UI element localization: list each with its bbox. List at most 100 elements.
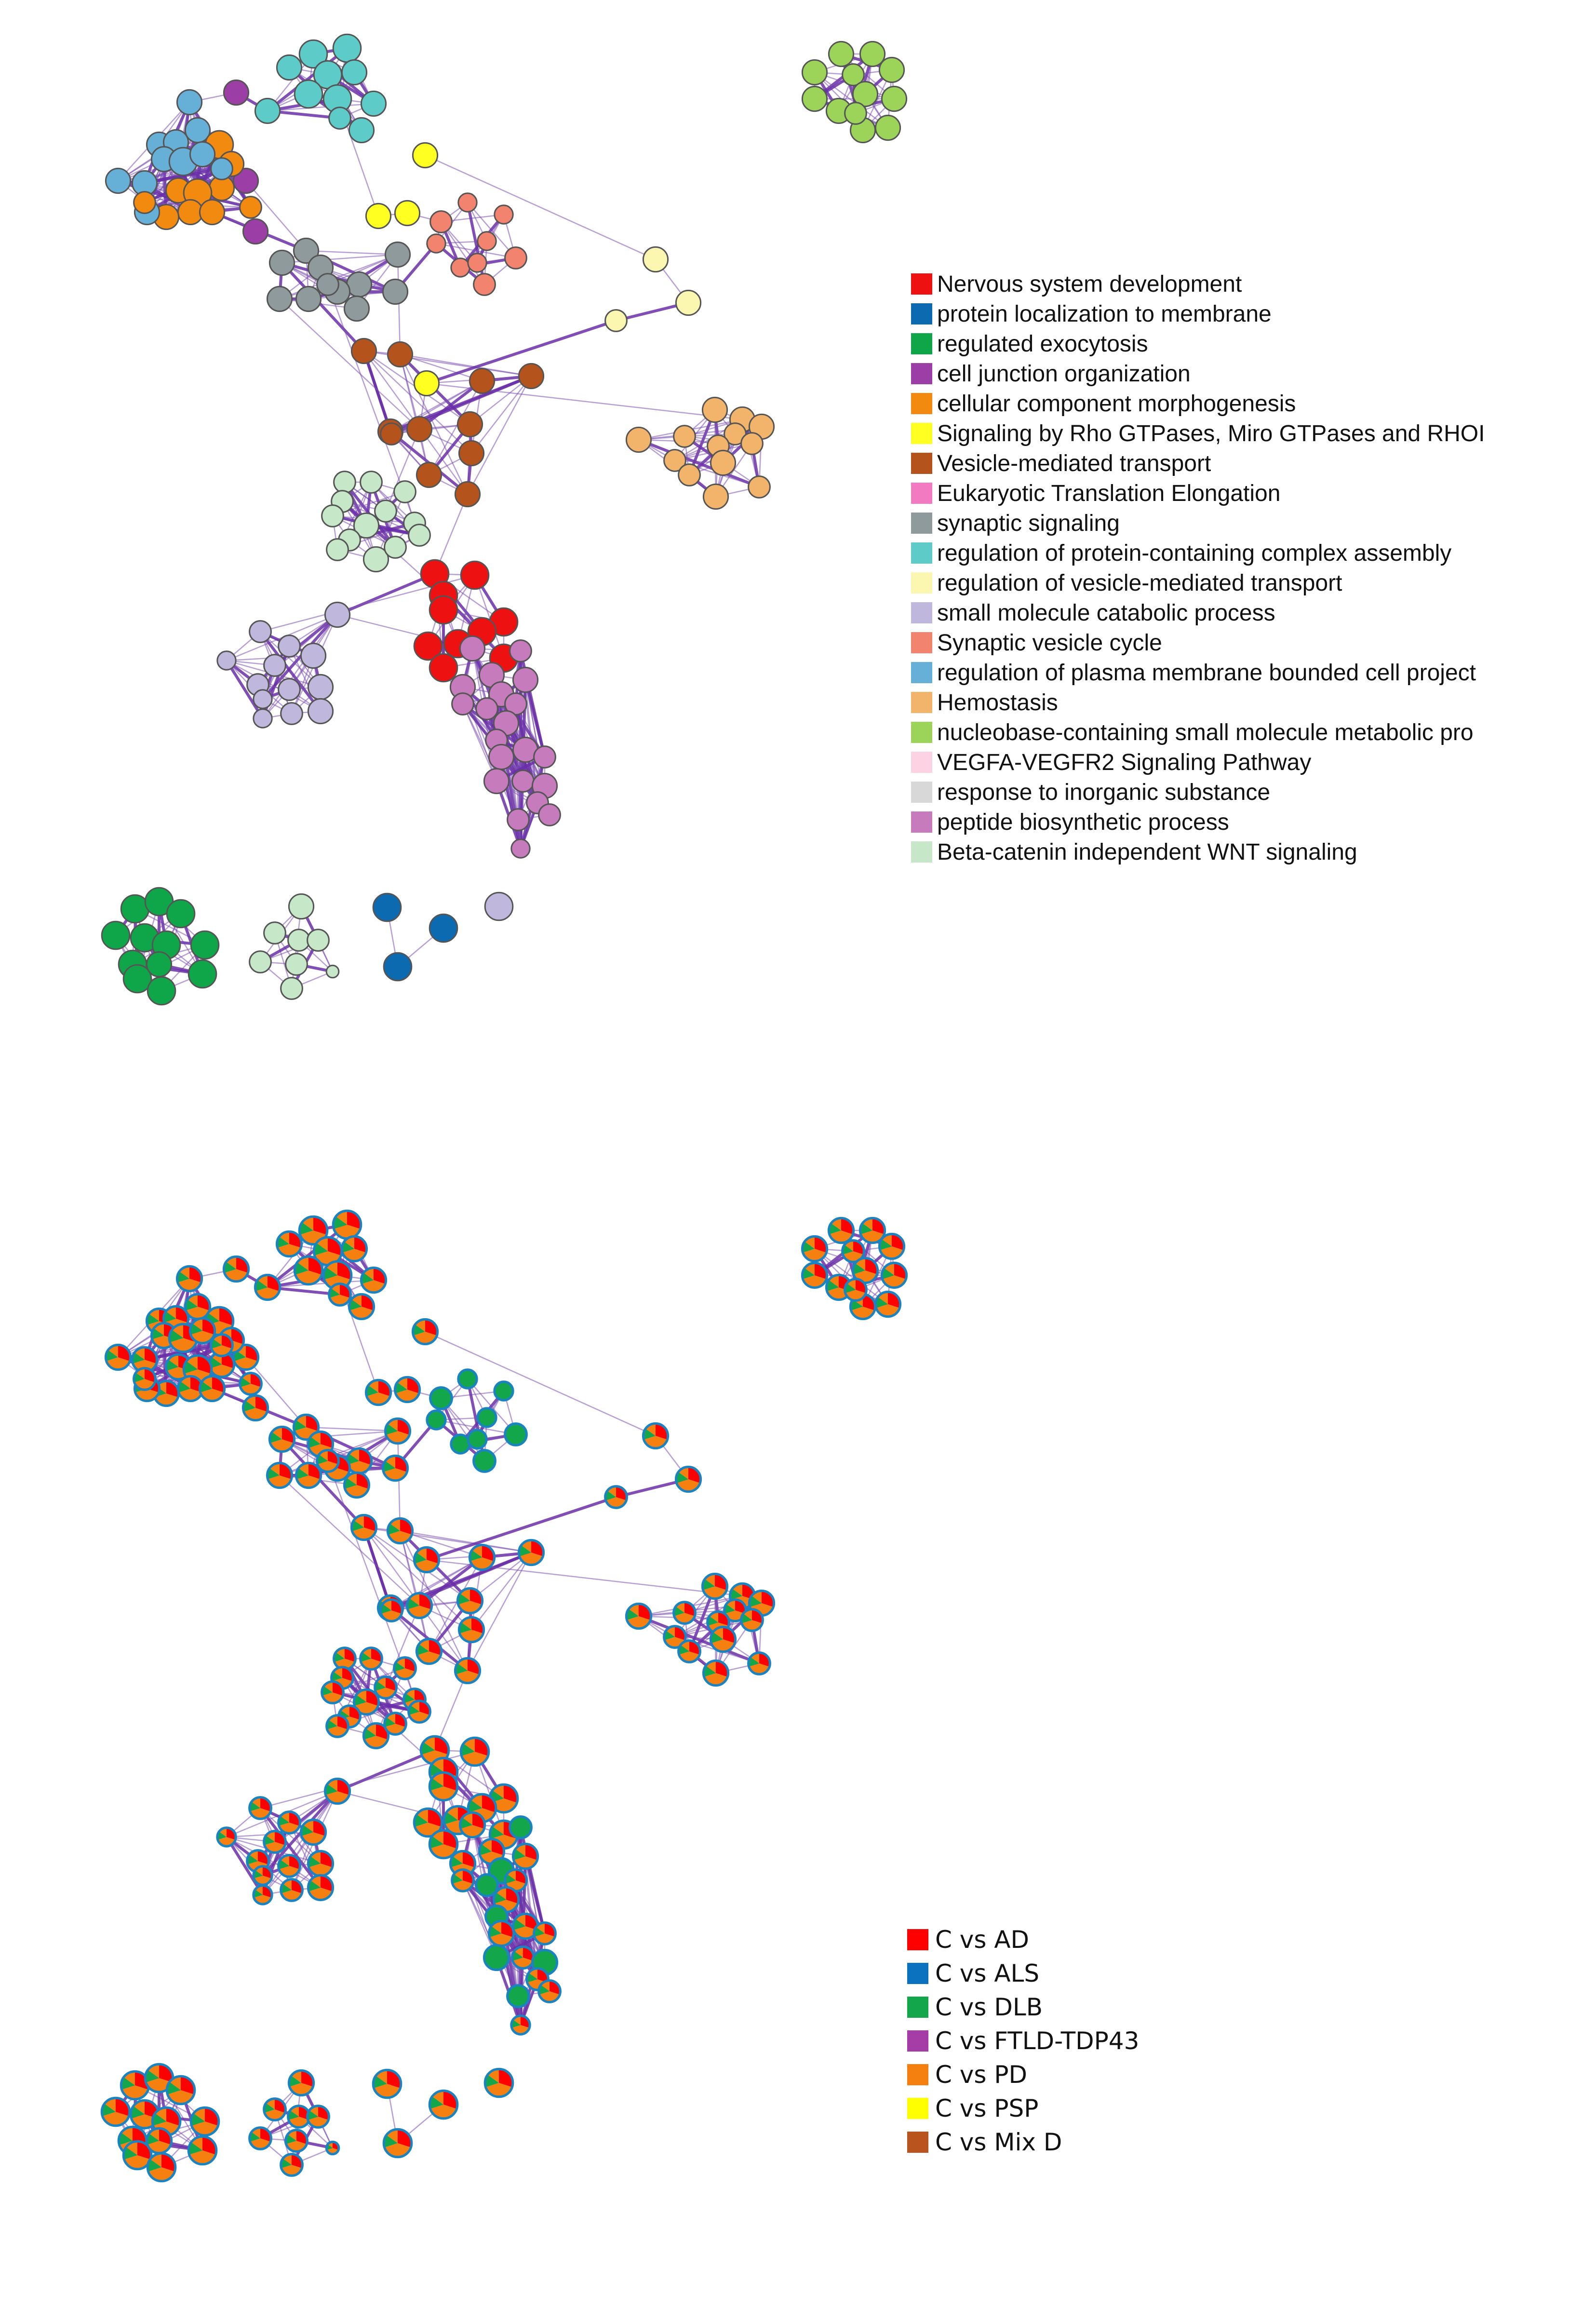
pie-node: [511, 1912, 539, 1940]
pie-node: [175, 1265, 203, 1293]
network-node: [458, 440, 485, 467]
pie-rim: [383, 1712, 407, 1736]
network-node: [488, 743, 515, 770]
pie-slice: [345, 1485, 369, 1498]
pie-node: [280, 1878, 304, 1902]
pie-slice: [296, 1468, 308, 1479]
pie-slice: [409, 1712, 430, 1723]
pie-node: [384, 1417, 412, 1445]
pie-rim: [263, 2097, 287, 2121]
network-node: [266, 285, 293, 312]
pie-slice: [318, 2106, 329, 2120]
pie-rim: [874, 1290, 902, 1318]
pie-slice: [458, 1369, 477, 1389]
pie-slice: [525, 1844, 538, 1860]
network-node: [406, 416, 433, 443]
pie-slice: [289, 1855, 300, 1869]
pie-node: [511, 1842, 539, 1870]
pie-slice: [224, 1261, 236, 1273]
pie-slice: [364, 1736, 388, 1748]
comparison-legend-label: C vs Mix D: [935, 2128, 1062, 2156]
network-edge: [336, 1749, 436, 1793]
network-node: [460, 560, 490, 590]
pie-rim: [222, 1255, 250, 1283]
pie-slice: [384, 2143, 411, 2157]
cluster-swatch: [911, 513, 932, 534]
pie-slice: [308, 1880, 321, 1891]
cluster-legend-label: cell junction organization: [937, 361, 1191, 387]
pie-slice: [427, 1547, 439, 1564]
comparison-legend-item: C vs Mix D: [907, 2125, 1139, 2159]
pie-rim: [165, 2075, 196, 2106]
pie-rim: [266, 1461, 294, 1489]
cluster-swatch: [911, 423, 932, 444]
pie-slice: [354, 1694, 366, 1706]
network-edge: [226, 660, 321, 712]
pie-slice: [188, 2142, 202, 2155]
pie-node: [372, 2068, 402, 2099]
pie-slice: [430, 1844, 457, 1858]
network-edge: [426, 1496, 617, 1561]
pie-slice: [499, 2069, 513, 2087]
pie-rim: [458, 1811, 486, 1839]
pie-slice: [485, 2075, 499, 2087]
network-edge: [267, 1279, 374, 1288]
pie-slice: [161, 2153, 175, 2172]
network-node: [675, 289, 702, 316]
pie-node: [841, 1239, 865, 1263]
pie-slice: [253, 1870, 263, 1878]
pie-slice: [882, 1275, 906, 1288]
pie-slice: [605, 1497, 627, 1508]
pie-rim: [674, 1465, 702, 1493]
pie-slice: [364, 1515, 376, 1531]
network-node: [459, 635, 486, 662]
cluster-network-graph: [101, 33, 908, 1006]
cluster-legend-label: Hemostasis: [937, 689, 1058, 716]
network-node: [429, 913, 458, 943]
pie-slice: [169, 1330, 183, 1342]
cluster-legend-label: Nervous system development: [937, 271, 1242, 297]
network-edge: [363, 351, 472, 454]
pie-slice: [121, 2085, 148, 2099]
pie-slice: [159, 2064, 173, 2082]
pie-slice: [301, 2070, 314, 2087]
network-node: [451, 692, 474, 716]
comparison-legend: C vs AD C vs ALS C vs DLB C vs FTLD-TDP4…: [907, 1923, 1139, 2159]
network-node: [293, 237, 320, 264]
pie-node: [210, 1333, 234, 1357]
pie-node: [428, 1771, 459, 1802]
pie-rim: [198, 1375, 226, 1403]
pie-slice: [475, 1738, 489, 1756]
network-node: [678, 463, 701, 486]
pie-rim: [459, 1736, 490, 1767]
pie-slice: [278, 1859, 289, 1869]
pie-slice: [292, 2154, 303, 2168]
pie-slice: [875, 1297, 888, 1308]
network-edge: [471, 376, 532, 454]
comparison-legend-item: C vs PD: [907, 2058, 1139, 2092]
pie-slice: [347, 1461, 371, 1473]
pie-node: [663, 1625, 687, 1649]
network-node: [408, 524, 431, 547]
pie-node: [672, 1601, 697, 1625]
network-node: [333, 471, 356, 494]
cluster-swatch: [911, 303, 932, 324]
pie-rim: [407, 1700, 431, 1724]
pie-slice: [531, 1540, 544, 1556]
pie-node: [232, 1343, 260, 1371]
pie-slice: [264, 1842, 285, 1853]
pie-slice: [121, 2077, 135, 2090]
pie-slice: [473, 1450, 496, 1472]
pie-node: [189, 2106, 220, 2137]
network-node: [874, 114, 901, 141]
pie-slice: [519, 1553, 543, 1565]
cluster-legend-label: Eukaryotic Translation Elongation: [937, 480, 1281, 506]
network-node: [748, 475, 771, 499]
pie-slice: [702, 1579, 715, 1590]
pie-slice: [323, 1267, 337, 1280]
network-edge: [425, 154, 656, 260]
cluster-legend-label: synaptic signaling: [937, 510, 1120, 536]
network-node: [253, 689, 273, 709]
pie-rim: [672, 1601, 697, 1625]
pie-slice: [860, 1230, 885, 1243]
